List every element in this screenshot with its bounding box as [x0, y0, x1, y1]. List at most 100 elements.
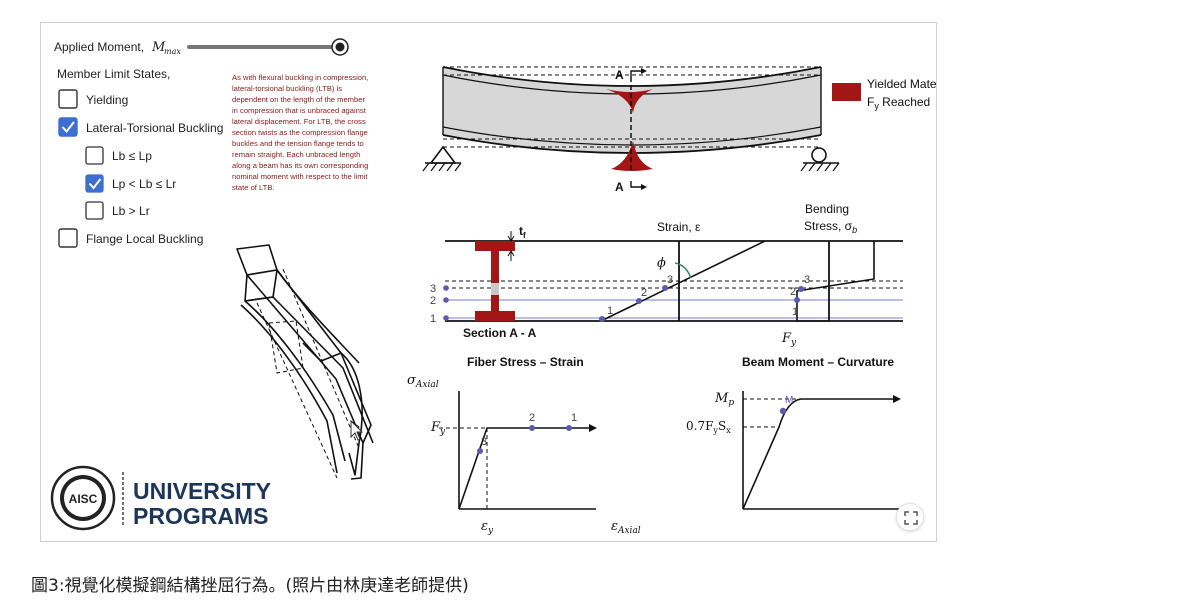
yield-zone-top [606, 89, 653, 113]
stress-point-label: 1 [792, 306, 798, 318]
checkbox-yielding-label: Yielding [86, 93, 128, 107]
stress-point [794, 297, 800, 303]
section-arrow-bottom [630, 181, 643, 188]
fiber-marker [443, 315, 449, 321]
description-line: in compression that is unbraced against [232, 106, 367, 115]
fiber-chart-point-label: 3 [481, 436, 487, 448]
checkbox-flb-box[interactable] [58, 228, 78, 248]
strain-point-label: 1 [607, 305, 613, 317]
section-bottom-flange [475, 311, 515, 321]
tf-label: tf [519, 224, 526, 240]
section-diagram: tf 1 2 3 Section A - A Strain, ε ϕ 1 2 3… [430, 202, 903, 348]
arrow-icon [589, 424, 597, 432]
arrow-icon [893, 395, 901, 403]
checkbox-yielding[interactable]: Yielding [58, 89, 128, 109]
fiber-marker [443, 285, 449, 291]
fiber-number: 1 [430, 313, 436, 325]
beam-elevation: A A Yielded Mate Fy Reached [422, 66, 937, 194]
moment-my-tick-sub: y [712, 426, 718, 435]
section-marker-bottom: A [615, 180, 624, 194]
yield-legend-line1: Yielded Mate [867, 77, 937, 91]
tf-label-main: t [519, 224, 523, 238]
fiber-fy-tick-main: F [430, 420, 441, 435]
fiber-curve [458, 427, 589, 510]
strain-point-label: 2 [641, 287, 647, 299]
description-line: As with flexural buckling in compression… [232, 73, 368, 82]
description-line: state of LTB. [232, 183, 275, 192]
fiber-chart-point [529, 425, 535, 431]
moment-mp-tick-sub: p [728, 398, 734, 408]
fiber-fy-tick-sub: y [439, 427, 446, 437]
stress-point-label: 2 [790, 286, 796, 298]
section-label: Section A - A [463, 326, 537, 340]
logo-line2: PROGRAMS [133, 503, 268, 529]
check-icon [61, 121, 75, 134]
stress-label-main: Stress, σ [804, 219, 853, 233]
ltb-subcase-3[interactable]: Lb > Lr [85, 201, 150, 220]
description-line: lateral displacement. For LTB, the cross [232, 117, 366, 126]
moment-chart-title: Beam Moment – Curvature [742, 355, 894, 369]
ltb-subcase-1[interactable]: Lb ≤ Lp [85, 146, 152, 165]
moment-my-tick-main: 0.7F [686, 419, 713, 433]
stress-point [798, 286, 804, 292]
moment-curvature-chart: Beam Moment – Curvature M Mp 0.7FySx [686, 355, 901, 510]
ltb-subcase-2[interactable]: Lp < Lb ≤ Lr [85, 174, 176, 193]
fiber-fy-tick: Fy [430, 420, 446, 437]
fiber-ey-tick-main: ε [481, 519, 488, 534]
pin-support-icon [422, 145, 462, 172]
section-web-top [491, 251, 499, 283]
description-line: buckles and the tension flange tends to [232, 139, 364, 148]
bending-label: Bending [805, 202, 849, 216]
section-marker-top: A [615, 68, 624, 82]
fiber-number: 2 [430, 295, 436, 307]
strain-point [599, 316, 605, 322]
checkbox-flb[interactable]: Flange Local Buckling [58, 228, 203, 248]
strain-point [636, 298, 642, 304]
ltb-subcase-2-box[interactable] [85, 174, 104, 193]
fiber-chart-point-label: 2 [529, 412, 535, 424]
yield-legend-fy: F [867, 95, 874, 109]
fullscreen-button[interactable] [896, 503, 924, 531]
section-arrow-top [630, 70, 643, 77]
limit-states-title: Member Limit States, [57, 67, 170, 81]
arrow-icon [507, 235, 515, 242]
checkbox-ltb[interactable]: Lateral-Torsional Buckling [58, 117, 223, 137]
fiber-ey-tick-sub: y [487, 526, 494, 536]
yield-legend-reached: Reached [879, 95, 930, 109]
fiber-chart-point [477, 448, 483, 454]
fiber-chart-point [566, 425, 572, 431]
ltb-subcase-3-box[interactable] [85, 201, 104, 220]
fiber-chart-title: Fiber Stress – Strain [467, 355, 584, 369]
checkbox-yielding-box[interactable] [58, 89, 78, 109]
strain-point-label: 3 [667, 274, 673, 286]
stress-profile [796, 241, 875, 322]
figure-frame: Applied Moment, M max Member Limit State… [40, 22, 937, 542]
checkbox-flb-label: Flange Local Buckling [86, 232, 203, 246]
ltb-subcase-2-label: Lp < Lb ≤ Lr [112, 177, 176, 191]
fiber-stress-strain-chart: Fiber Stress – Strain 3 2 1 σAxial Fy εy… [407, 355, 641, 536]
description-line: dependent on the length of the member [232, 95, 365, 104]
checkbox-ltb-box[interactable] [58, 117, 78, 137]
description-line: along a beam has its own corresponding [232, 161, 368, 170]
moment-current-point [779, 407, 787, 415]
yield-legend-fy-sub: y [874, 101, 879, 111]
moment-slider-track[interactable] [187, 45, 340, 49]
strain-point [662, 285, 668, 291]
moment-my-tick-post-sub: x [726, 426, 731, 435]
moment-symbol: M [151, 40, 166, 55]
fy-label-sub: y [790, 338, 797, 348]
section-web-elastic [491, 283, 499, 295]
fiber-y-label-main: σ [407, 373, 417, 388]
phi-label: ϕ [657, 256, 666, 271]
fiber-x-label: εAxial [611, 519, 641, 536]
checkbox-ltb-label: Lateral-Torsional Buckling [86, 121, 223, 135]
aisc-logo: AISC UNIVERSITY PROGRAMS [50, 465, 271, 531]
description-line: nominal moment with respect to the limit [232, 172, 368, 181]
arrow-icon [641, 68, 647, 74]
roller-support-icon [800, 147, 840, 172]
moment-curve [742, 398, 893, 510]
ltb-subcase-1-box[interactable] [85, 146, 104, 165]
section-web-bottom [491, 295, 499, 311]
moment-label: Applied Moment, [54, 40, 144, 54]
aisc-seal-core [64, 479, 102, 517]
